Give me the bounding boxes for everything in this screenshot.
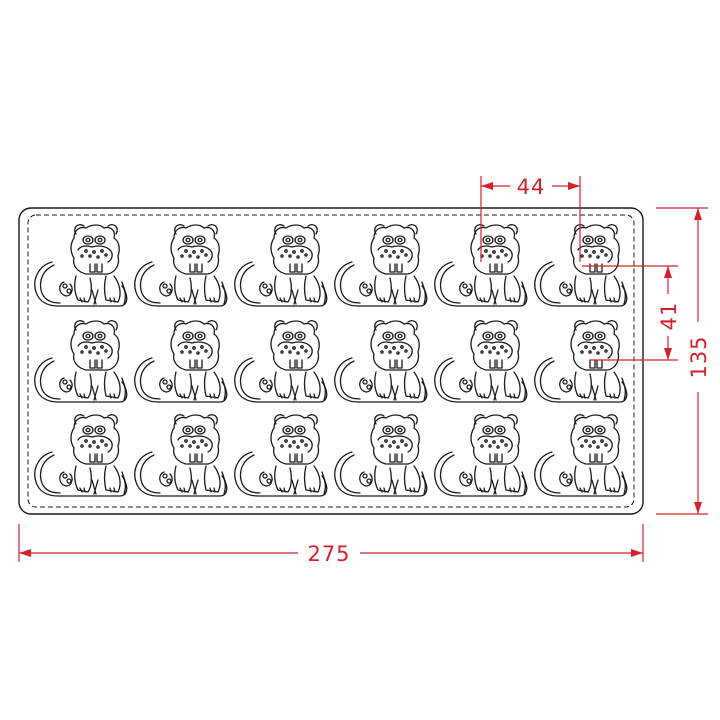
dimension-total-width <box>18 524 644 562</box>
hippo-icon <box>134 320 228 403</box>
hippo-icon <box>534 320 628 403</box>
hippo-icon <box>534 414 628 497</box>
dimension-pitch-y-label: 41 <box>657 302 681 331</box>
hippo-icon <box>334 224 428 307</box>
hippo-icon <box>234 414 328 497</box>
hippo-icon <box>34 320 128 403</box>
cavity-grid <box>34 224 628 497</box>
hippo-icon <box>334 414 428 497</box>
hippo-icon <box>34 224 128 307</box>
mold-plate-outer <box>18 207 644 515</box>
hippo-icon <box>134 224 228 307</box>
dimension-total-height-label: 135 <box>687 335 711 378</box>
hippo-icon <box>434 414 528 497</box>
dimension-total-height <box>656 207 708 515</box>
hippo-icon <box>234 320 328 403</box>
mold-plate-inner-dashed <box>27 214 635 508</box>
hippo-icon <box>434 320 528 403</box>
hippo-icon <box>534 224 628 307</box>
dimension-pitch-x-label: 44 <box>517 175 546 199</box>
dimension-total-width-label: 275 <box>307 542 350 566</box>
hippo-icon <box>234 224 328 307</box>
dimension-pitch-x <box>480 176 581 262</box>
hippo-icon <box>334 320 428 403</box>
dimension-pitch-y <box>582 265 678 361</box>
hippo-icon <box>134 414 228 497</box>
hippo-icon <box>34 414 128 497</box>
